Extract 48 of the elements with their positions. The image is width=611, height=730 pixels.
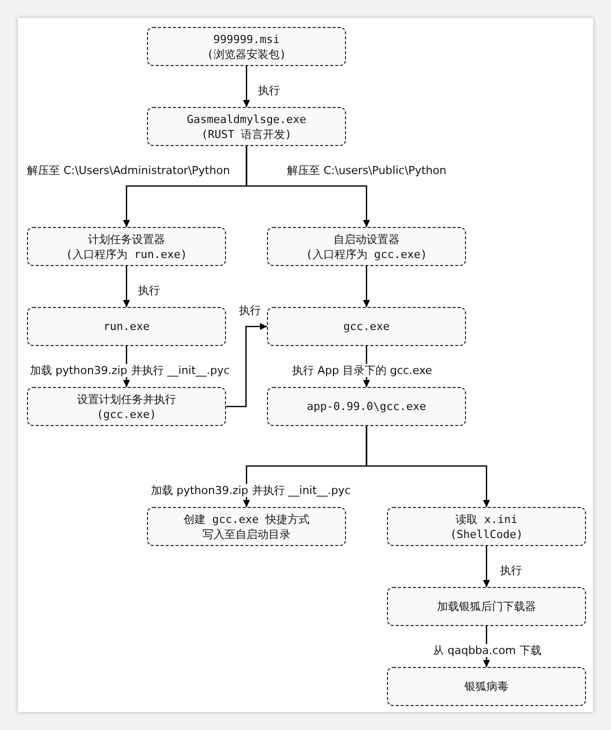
box-text: (ShellCode)	[450, 526, 523, 542]
box-text: 写入至自启动目录	[202, 526, 290, 542]
arrow	[123, 266, 130, 307]
edge-label: 执行	[257, 84, 281, 97]
process-box	[387, 587, 586, 626]
box-text: 读取 x.ini	[456, 512, 518, 526]
process-box	[147, 27, 346, 66]
edge-label: 执行	[137, 284, 161, 297]
edge-label: 执行	[499, 564, 523, 577]
box-text: 设置计划任务并执行	[77, 392, 176, 406]
arrow	[366, 426, 490, 507]
edge-label: 从 qaqbba.com 下载	[432, 644, 542, 657]
edge-label: 执行	[238, 304, 262, 317]
box-text: (入口程序为 gcc.exe)	[306, 246, 428, 262]
box-text: 加载银狐后门下载器	[437, 599, 536, 614]
box-text: (gcc.exe)	[96, 406, 156, 422]
box-text: 计划任务设置器	[88, 232, 165, 246]
box-text: Gasmealdmylsge.exe	[186, 112, 306, 126]
arrow	[243, 66, 250, 107]
box-text: gcc.exe	[343, 319, 390, 334]
box-text: app-0.99.0\gcc.exe	[306, 399, 426, 414]
process-box	[27, 387, 226, 426]
edge-label: 解压至 C:\users\Public\Python	[286, 164, 448, 177]
process-box	[27, 307, 226, 346]
edge-label: 解压至 C:\Users\Administrator\Python	[26, 164, 231, 177]
box-text: 自启动设置器	[334, 232, 400, 246]
box-text: (RUST 语言开发)	[201, 126, 292, 142]
arrow	[246, 146, 370, 227]
box-text: 创建 gcc.exe 快捷方式	[184, 512, 310, 526]
box-text: (浏览器安装包)	[206, 46, 286, 62]
arrow	[363, 266, 370, 307]
process-box	[147, 507, 346, 546]
edge-label: 加载 python39.zip 并执行 __init__.pyc	[29, 364, 231, 377]
process-box	[147, 107, 346, 146]
arrow	[226, 323, 267, 408]
edge-label: 执行 App 目录下的 gcc.exe	[291, 364, 434, 377]
box-text: (入口程序为 run.exe)	[66, 246, 188, 262]
edge-label: 加载 python39.zip 并执行 __init__.pyc	[150, 484, 352, 497]
process-box	[387, 667, 586, 706]
process-box	[27, 227, 226, 266]
arrow	[483, 546, 490, 587]
box-text: 999999.msi	[213, 32, 280, 46]
box-text: run.exe	[103, 319, 150, 334]
process-box	[267, 227, 466, 266]
box-text: 银狐病毒	[464, 679, 508, 694]
process-box	[267, 387, 466, 426]
process-box	[387, 507, 586, 546]
process-box	[267, 307, 466, 346]
